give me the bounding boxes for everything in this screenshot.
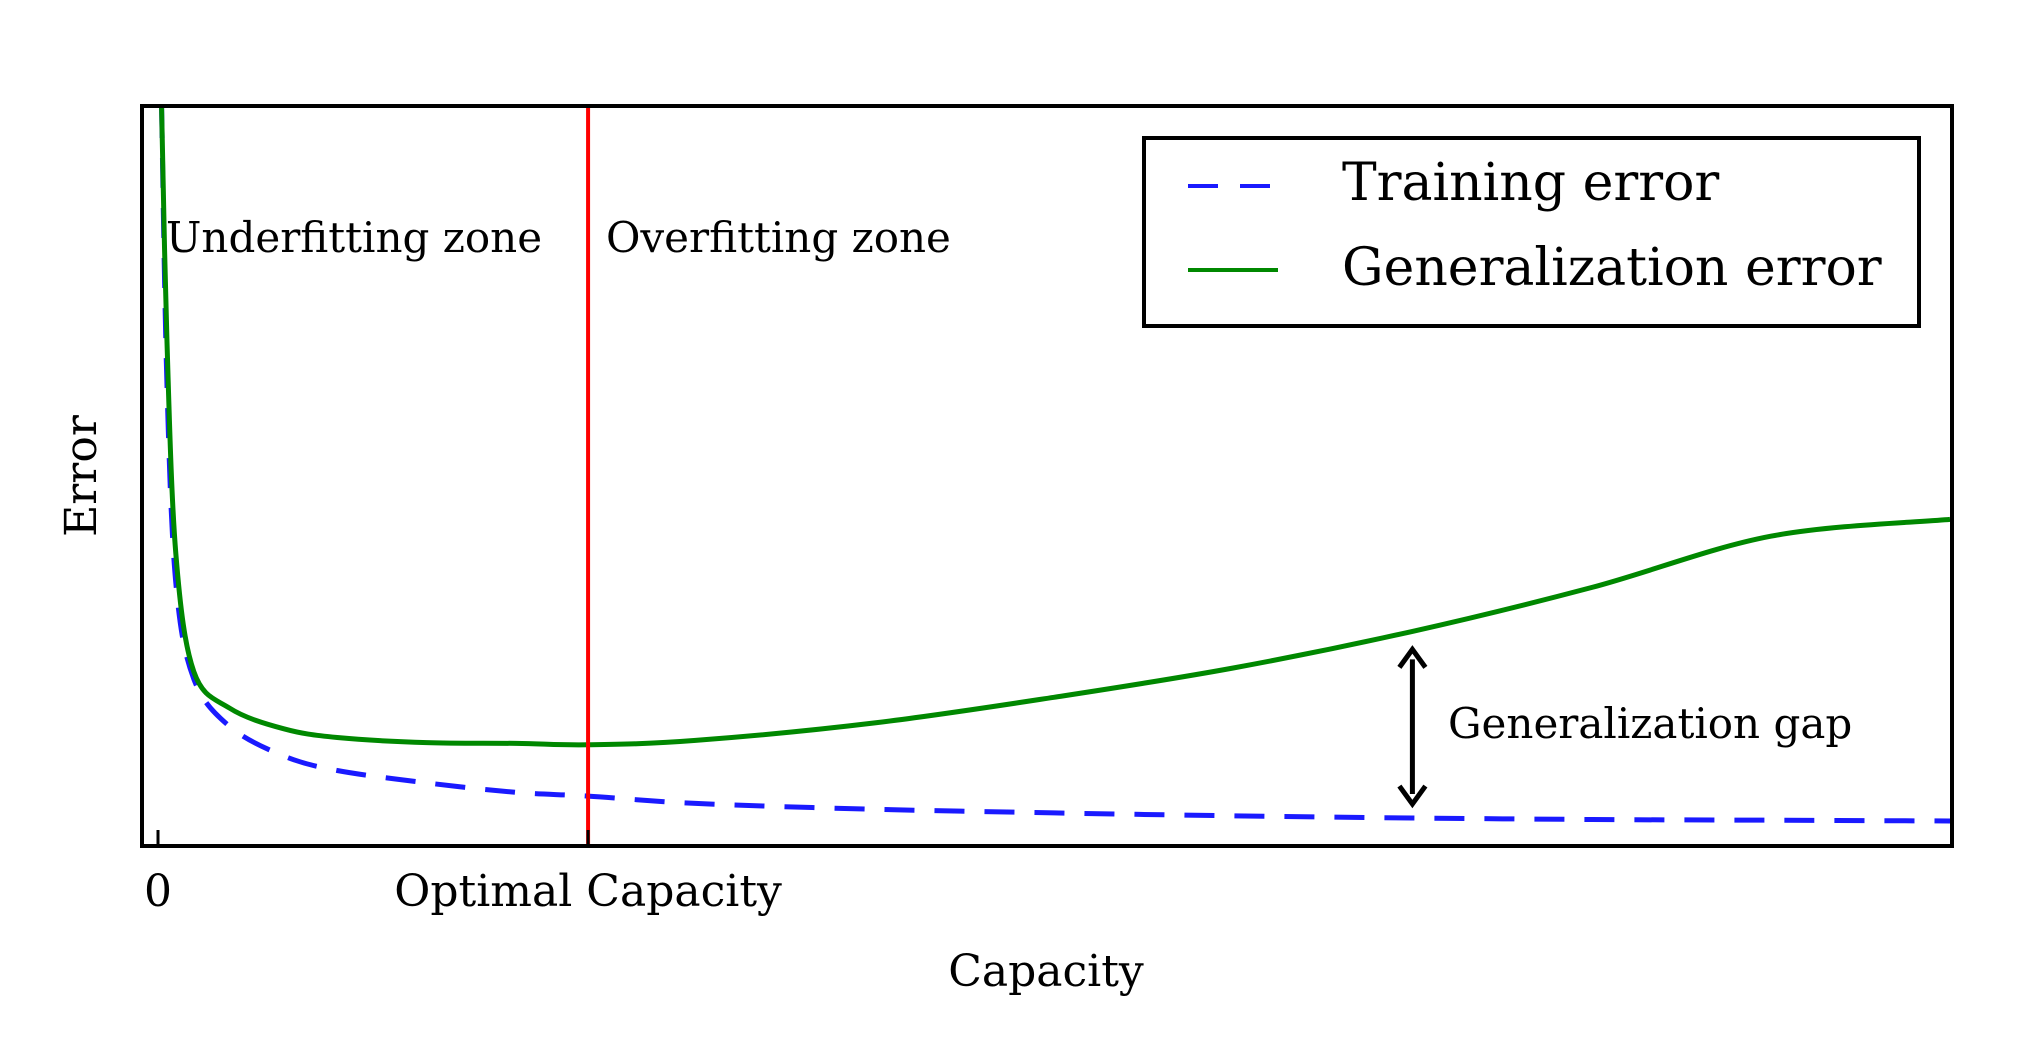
generalization-gap-layer — [1397, 645, 1428, 809]
series-line-training-error — [159, 107, 1951, 824]
annotation-generalization-gap: Generalization gap — [1448, 699, 1852, 748]
gap-arrow-head-down — [1397, 784, 1428, 809]
annotation-overfitting-zone: Overfitting zone — [606, 213, 951, 262]
series-layer — [159, 107, 1951, 824]
legend-label-training-error: Training error — [1342, 153, 1719, 213]
legend-box — [1142, 136, 1921, 328]
x-tick-label-0: 0 — [144, 866, 172, 917]
x-tick-label-optimal-capacity: Optimal Capacity — [394, 866, 782, 917]
gap-arrow-head-up — [1397, 645, 1428, 669]
plot-frame — [140, 104, 1954, 848]
series-line-generalization-error — [159, 107, 1951, 748]
x-axis-label: Capacity — [948, 946, 1144, 997]
y-axis-label: Error — [56, 414, 107, 537]
annotation-underfitting-zone: Underfitting zone — [166, 213, 542, 262]
legend: Training error Generalization error — [1142, 136, 1921, 328]
x-tick-layer: 0 Optimal Capacity — [144, 830, 782, 917]
legend-label-generalization-error: Generalization error — [1342, 238, 1882, 298]
